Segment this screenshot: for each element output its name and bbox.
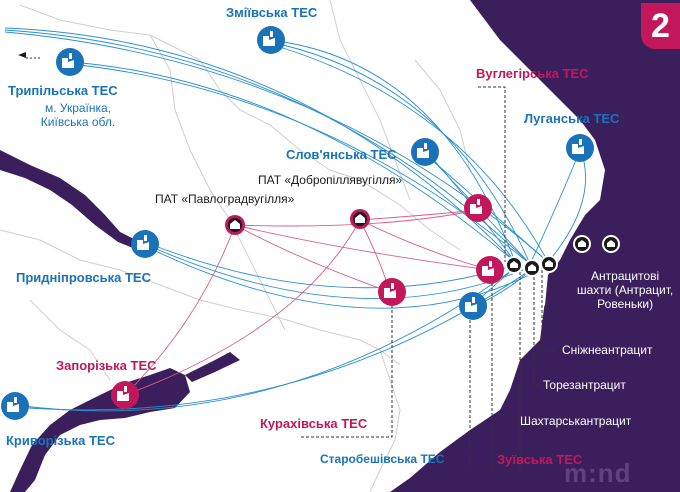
dnipro-river [0,150,140,250]
label-trypilska: Трипільська ТЕС [8,83,118,98]
label-antratsyt: Антрацитові шахти (Антрацит, Ровеньки) [577,269,674,311]
plant-zmiivska-icon [257,26,285,54]
label-trypilska-loc-2: Київська обл. [40,114,116,129]
plant-starobeshivska-icon [459,292,487,320]
region-borders [0,0,471,492]
label-trypilska-loc-1: м. Українка, [44,101,112,115]
label-torez: Торезантрацит [543,378,626,392]
mine-cluster-icons [505,235,620,277]
plant-vuhlehirska-icon [464,194,492,222]
page-number-badge: 2 [641,3,680,49]
label-zmiivska: Зміївська ТЕС [226,5,318,20]
label-luhanska: Луганська ТЕС [524,111,620,126]
mine-dobropillia-icon [350,209,370,229]
plant-zaporizka-icon [111,381,139,409]
border-strip [372,290,545,492]
plant-kryvorizka-icon [1,392,29,420]
mine-pavlohrad-icon [225,215,245,235]
plant-kurakhivska-icon [378,278,406,306]
plant-zuivska-icon [476,256,504,284]
label-antratsyt-2: шахти (Антрацит, [577,282,674,297]
label-zaporizka: Запорізька ТЕС [56,358,157,373]
label-dobropillia: ПАТ «Добропіллявугілля» [258,173,403,187]
label-slovianska: Слов'янська ТЕС [286,147,397,162]
plant-slovianska-icon [411,138,439,166]
label-snizhne: Сніжнеантрацит [562,343,653,357]
label-antratsyt-3: Ровеньки) [597,296,654,311]
kakhovka-reservoir [10,368,190,492]
river-branch [185,352,240,382]
label-trypilska-loc: м. Українка, Київська обл. [28,101,128,130]
plant-luhanska-icon [566,134,594,162]
supply-routes-blue [4,27,586,412]
occupied-territory [380,0,680,492]
label-kurakhivska: Курахівська ТЕС [260,416,368,431]
label-kryvorizka: Криворізька ТЕС [6,433,115,448]
arrow-icon [18,52,26,58]
label-pavlohrad: ПАТ «Павлоградвугілля» [155,192,295,206]
supply-routes-pink [124,209,491,396]
label-shakhtarsk: Шахтарськантрацит [520,414,632,428]
label-zuivska: Зуївська ТЕС [497,452,583,467]
brand-watermark: m:nd [564,458,632,488]
label-vuhlehirska: Вуглегірська ТЕС [476,66,589,81]
label-antratsyt-1: Антрацитові [591,269,660,283]
plant-prydniprovska-icon [131,230,159,258]
plant-trypilska-icon [56,48,84,76]
label-prydniprovska: Придніпровська ТЕС [16,270,151,285]
label-starobeshivska: Старобешівська ТЕС [320,452,445,466]
leader-lines [26,57,555,470]
